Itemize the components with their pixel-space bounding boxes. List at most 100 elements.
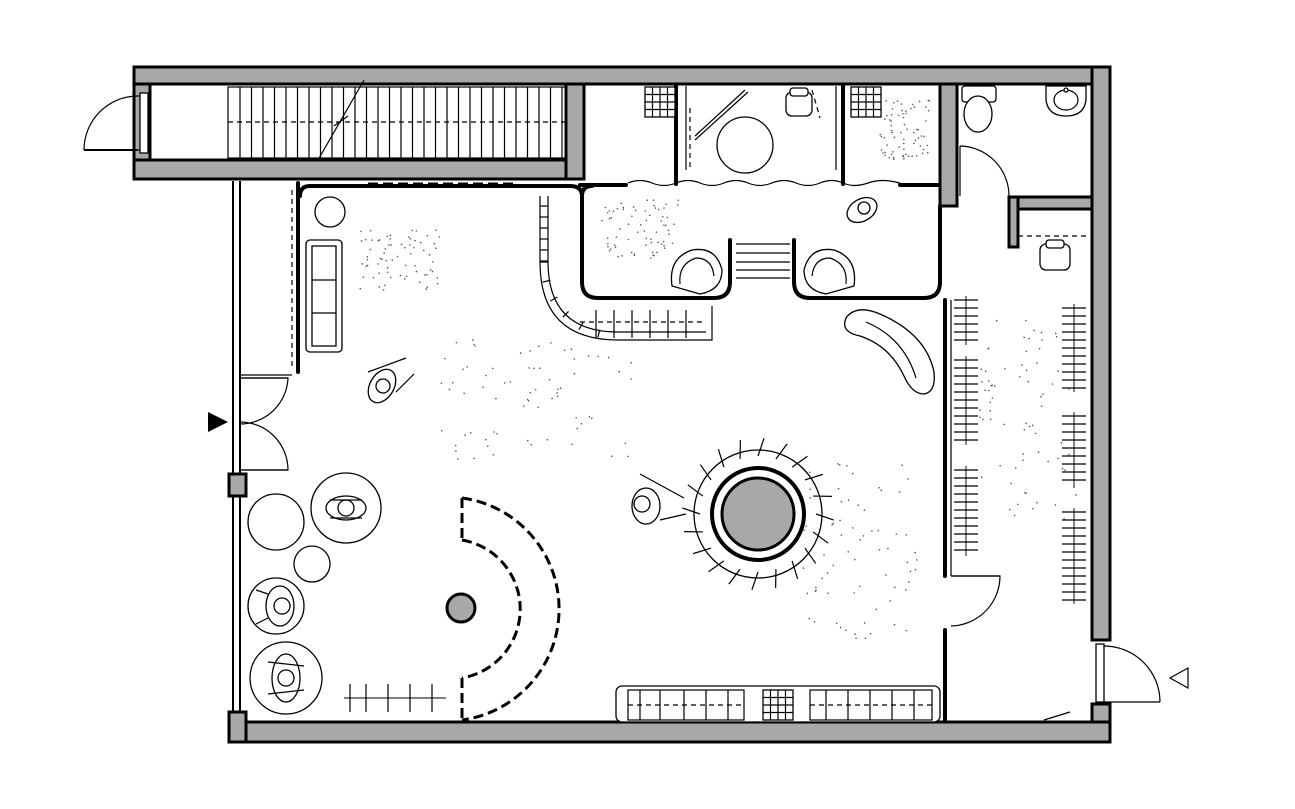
walls (132, 65, 1112, 744)
texture-dot (634, 209, 637, 212)
texture-dot (894, 586, 896, 589)
texture-dot (914, 551, 916, 554)
texture-dot (601, 219, 603, 222)
texture-dot (399, 274, 402, 277)
texture-dot (914, 139, 917, 142)
texture-dot (663, 247, 666, 249)
texture-dot (905, 110, 907, 113)
texture-dot (359, 287, 362, 290)
texture-dot (896, 100, 899, 102)
texture-dot (429, 269, 432, 271)
texture-dot (645, 237, 648, 240)
texture-dot (989, 418, 992, 421)
texture-dot (369, 248, 372, 251)
texture-dot (365, 265, 368, 267)
texture-dot (913, 142, 915, 145)
texture-dot (920, 135, 923, 137)
texture-dot (922, 148, 925, 151)
texture-dot (573, 358, 576, 360)
texture-dot (482, 386, 484, 389)
texture-dot (379, 257, 382, 260)
texture-dot (847, 499, 850, 501)
texture-dot (405, 264, 407, 267)
texture-dot (906, 128, 909, 131)
texture-dot (608, 217, 611, 220)
texture-dot (890, 120, 892, 122)
hanger (804, 473, 824, 481)
texture-dot (901, 464, 903, 467)
texture-dot (645, 244, 647, 246)
texture-dot (989, 409, 992, 412)
texture-dot (911, 155, 913, 158)
vent-grid-left (644, 86, 676, 118)
texture-dot (633, 253, 636, 255)
texture-dot (428, 254, 431, 256)
texture-dot (409, 237, 412, 240)
texture-dot (838, 464, 841, 466)
shelf-tick (597, 329, 601, 338)
door-swing-icon (239, 377, 289, 471)
texture-dot (898, 146, 900, 148)
texture-dot (519, 352, 522, 354)
texture-dot (440, 429, 443, 432)
texture-dot (1036, 362, 1038, 364)
texture-dot (573, 372, 576, 375)
texture-dot (898, 491, 901, 493)
texture-dot (673, 223, 675, 226)
texture-dot (885, 574, 887, 576)
texture-dot (425, 288, 428, 290)
texture-dot (905, 589, 907, 591)
texture-dot (529, 391, 531, 394)
texture-dot (1010, 482, 1013, 485)
texture-dot (388, 244, 390, 246)
texture-dot (631, 215, 633, 218)
texture-dot (435, 247, 437, 250)
hanger (699, 464, 712, 481)
texture-dot (905, 534, 908, 536)
texture-dot (914, 568, 917, 571)
texture-dot (1033, 329, 1035, 332)
texture-dot (616, 207, 619, 210)
hanger (815, 513, 834, 521)
hanger (775, 443, 788, 460)
texture-dot (650, 241, 653, 244)
texture-dot (839, 519, 841, 522)
texture-dot (893, 101, 895, 104)
texture-dot (1047, 460, 1049, 463)
texture-dot (655, 231, 658, 233)
texture-dot (671, 242, 674, 245)
texture-dot (590, 417, 593, 420)
texture-dot (485, 374, 487, 377)
texture-dot (469, 431, 472, 434)
texture-dot (859, 539, 862, 541)
texture-dot (660, 243, 663, 245)
desk-chair-icon (1018, 235, 1090, 271)
texture-dot (1028, 337, 1030, 340)
texture-dot (377, 263, 379, 265)
texture-dot (650, 238, 652, 241)
texture-dot (1057, 457, 1059, 460)
texture-dot (610, 455, 613, 458)
texture-dot (440, 382, 443, 384)
texture-dot (892, 151, 894, 153)
texture-dot (984, 370, 987, 373)
texture-dot (1063, 518, 1065, 520)
door-swing-icon (956, 145, 1010, 197)
texture-dot (906, 561, 909, 564)
hanger (812, 531, 829, 544)
texture-dot (580, 422, 583, 425)
texture-dot (855, 637, 857, 640)
texture-dot (662, 215, 664, 218)
texture-dot (1021, 364, 1023, 366)
texture-dot (928, 100, 931, 102)
texture-dot (492, 367, 494, 370)
texture-dot (890, 113, 893, 116)
wall-left-corner (227, 710, 248, 744)
texture-dot (630, 251, 633, 254)
wall-office-left (1007, 195, 1020, 249)
texture-dot (653, 254, 655, 257)
texture-dot (636, 231, 639, 233)
texture-dot (903, 157, 905, 160)
texture-dot (619, 228, 621, 230)
texture-dot (853, 558, 856, 561)
